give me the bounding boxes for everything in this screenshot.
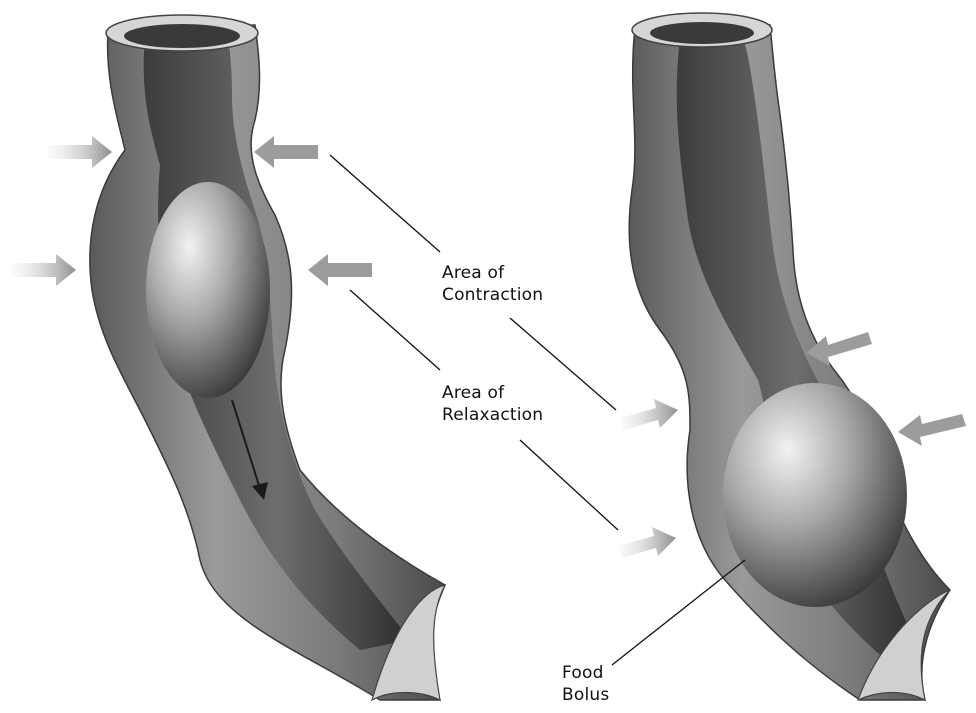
- right-esophagus: [629, 13, 950, 700]
- left-food-bolus: [146, 182, 270, 398]
- label-area-of-relaxation: Area of Relaxaction: [442, 382, 543, 426]
- label-contraction-line1: Area of: [442, 262, 543, 284]
- label-contraction-line2: Contraction: [442, 284, 543, 306]
- left-top-opening: [124, 24, 240, 48]
- arrow-upper-right: [254, 136, 318, 168]
- leader-bolus: [612, 560, 745, 665]
- label-bolus-line1: Food: [562, 662, 609, 684]
- label-relaxation-line1: Area of: [442, 382, 543, 404]
- left-esophagus: [90, 15, 445, 700]
- right-food-bolus: [723, 383, 907, 607]
- arrow-right-mid-in: [898, 414, 966, 446]
- arrow-right-lower-left: [620, 399, 678, 430]
- arrow-right-bottom-left: [618, 527, 676, 558]
- label-relaxation-line2: Relaxaction: [442, 404, 543, 426]
- leader-contraction-left: [330, 155, 440, 252]
- label-area-of-contraction: Area of Contraction: [442, 262, 543, 306]
- arrow-mid-right: [308, 254, 372, 286]
- arrow-mid-left: [12, 254, 76, 286]
- arrow-upper-left: [48, 136, 112, 168]
- label-food-bolus: Food Bolus: [562, 662, 609, 706]
- leader-relaxation-right: [520, 440, 618, 530]
- label-bolus-line2: Bolus: [562, 684, 609, 706]
- leader-relaxation-left: [350, 290, 440, 370]
- right-top-opening: [650, 22, 754, 44]
